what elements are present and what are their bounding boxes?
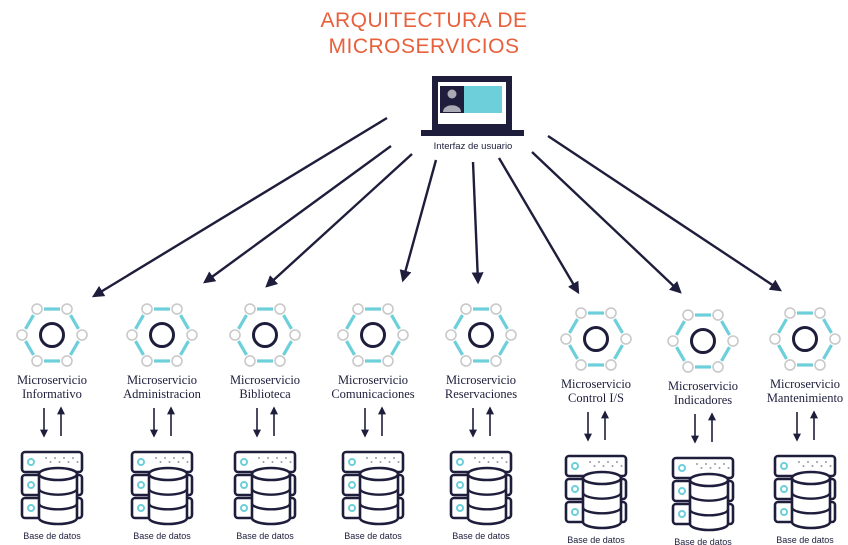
microservice-name: Control I/S: [568, 391, 624, 405]
database-icon: [341, 450, 405, 526]
ui-arrow-3: [265, 153, 413, 288]
microservice-label-prefix: Microservicio: [561, 377, 631, 391]
title-line-2: MICROSERVICIOS: [328, 35, 520, 58]
database-label: Base de datos: [452, 531, 510, 541]
microservice-name: Mantenimiento: [767, 391, 843, 405]
microservice-label-prefix: Microservicio: [668, 379, 738, 393]
database-icon: [671, 456, 735, 532]
ui-arrow-5: [471, 161, 484, 285]
user-interface: Interfaz de usuario: [421, 76, 524, 152]
diagram-title: ARQUITECTURA DE MICROSERVICIOS: [0, 8, 848, 60]
database-label: Base de datos: [23, 531, 81, 541]
ui-to-service-arrows: [91, 116, 782, 298]
database-icon: [564, 454, 628, 530]
microservice-name: Indicadores: [674, 393, 732, 407]
microservice-label-prefix: Microservicio: [770, 377, 840, 391]
microservice-label-prefix: Microservicio: [17, 373, 87, 387]
database-label: Base de datos: [567, 535, 625, 545]
microservice-name: Biblioteca: [239, 387, 291, 401]
microservice-hexagon-icon: [769, 307, 841, 371]
ui-arrow-8: [547, 135, 782, 292]
database-icon: [773, 454, 837, 530]
database-label: Base de datos: [236, 531, 294, 541]
microservice-hexagon-icon: [229, 303, 301, 367]
database-icon: [449, 450, 513, 526]
ui-arrow-7: [531, 151, 682, 294]
database-label: Base de datos: [344, 531, 402, 541]
microservice-name: Informativo: [22, 387, 82, 401]
database-icon: [130, 450, 194, 526]
microservice-label-prefix: Microservicio: [338, 373, 408, 387]
microservice-name: Administracion: [123, 387, 202, 401]
microservice-hexagon-icon: [667, 309, 739, 373]
database-icon: [20, 450, 84, 526]
microservice-label-prefix: Microservicio: [127, 373, 197, 387]
microservice-name: Reservaciones: [445, 387, 517, 401]
database-label: Base de datos: [133, 531, 191, 541]
database-icon: [233, 450, 297, 526]
title-line-1: ARQUITECTURA DE: [320, 9, 528, 32]
laptop-user-icon: [421, 76, 524, 136]
database-label: Base de datos: [776, 535, 834, 545]
ui-arrow-6: [497, 157, 580, 295]
ui-arrow-4: [399, 159, 438, 283]
microservice-name: Comunicaciones: [331, 387, 414, 401]
microservice-hexagon-icon: [560, 307, 632, 371]
microservice-hexagon-icon: [16, 303, 88, 367]
microservice-hexagon-icon: [337, 303, 409, 367]
ui-arrow-1: [91, 116, 388, 298]
microservice-label-prefix: Microservicio: [230, 373, 300, 387]
ui-arrow-2: [203, 145, 392, 284]
ui-label: Interfaz de usuario: [434, 141, 513, 152]
microservice-label-prefix: Microservicio: [446, 373, 516, 387]
database-label: Base de datos: [674, 537, 732, 545]
microservice-hexagon-icon: [445, 303, 517, 367]
microservice-hexagon-icon: [126, 303, 198, 367]
